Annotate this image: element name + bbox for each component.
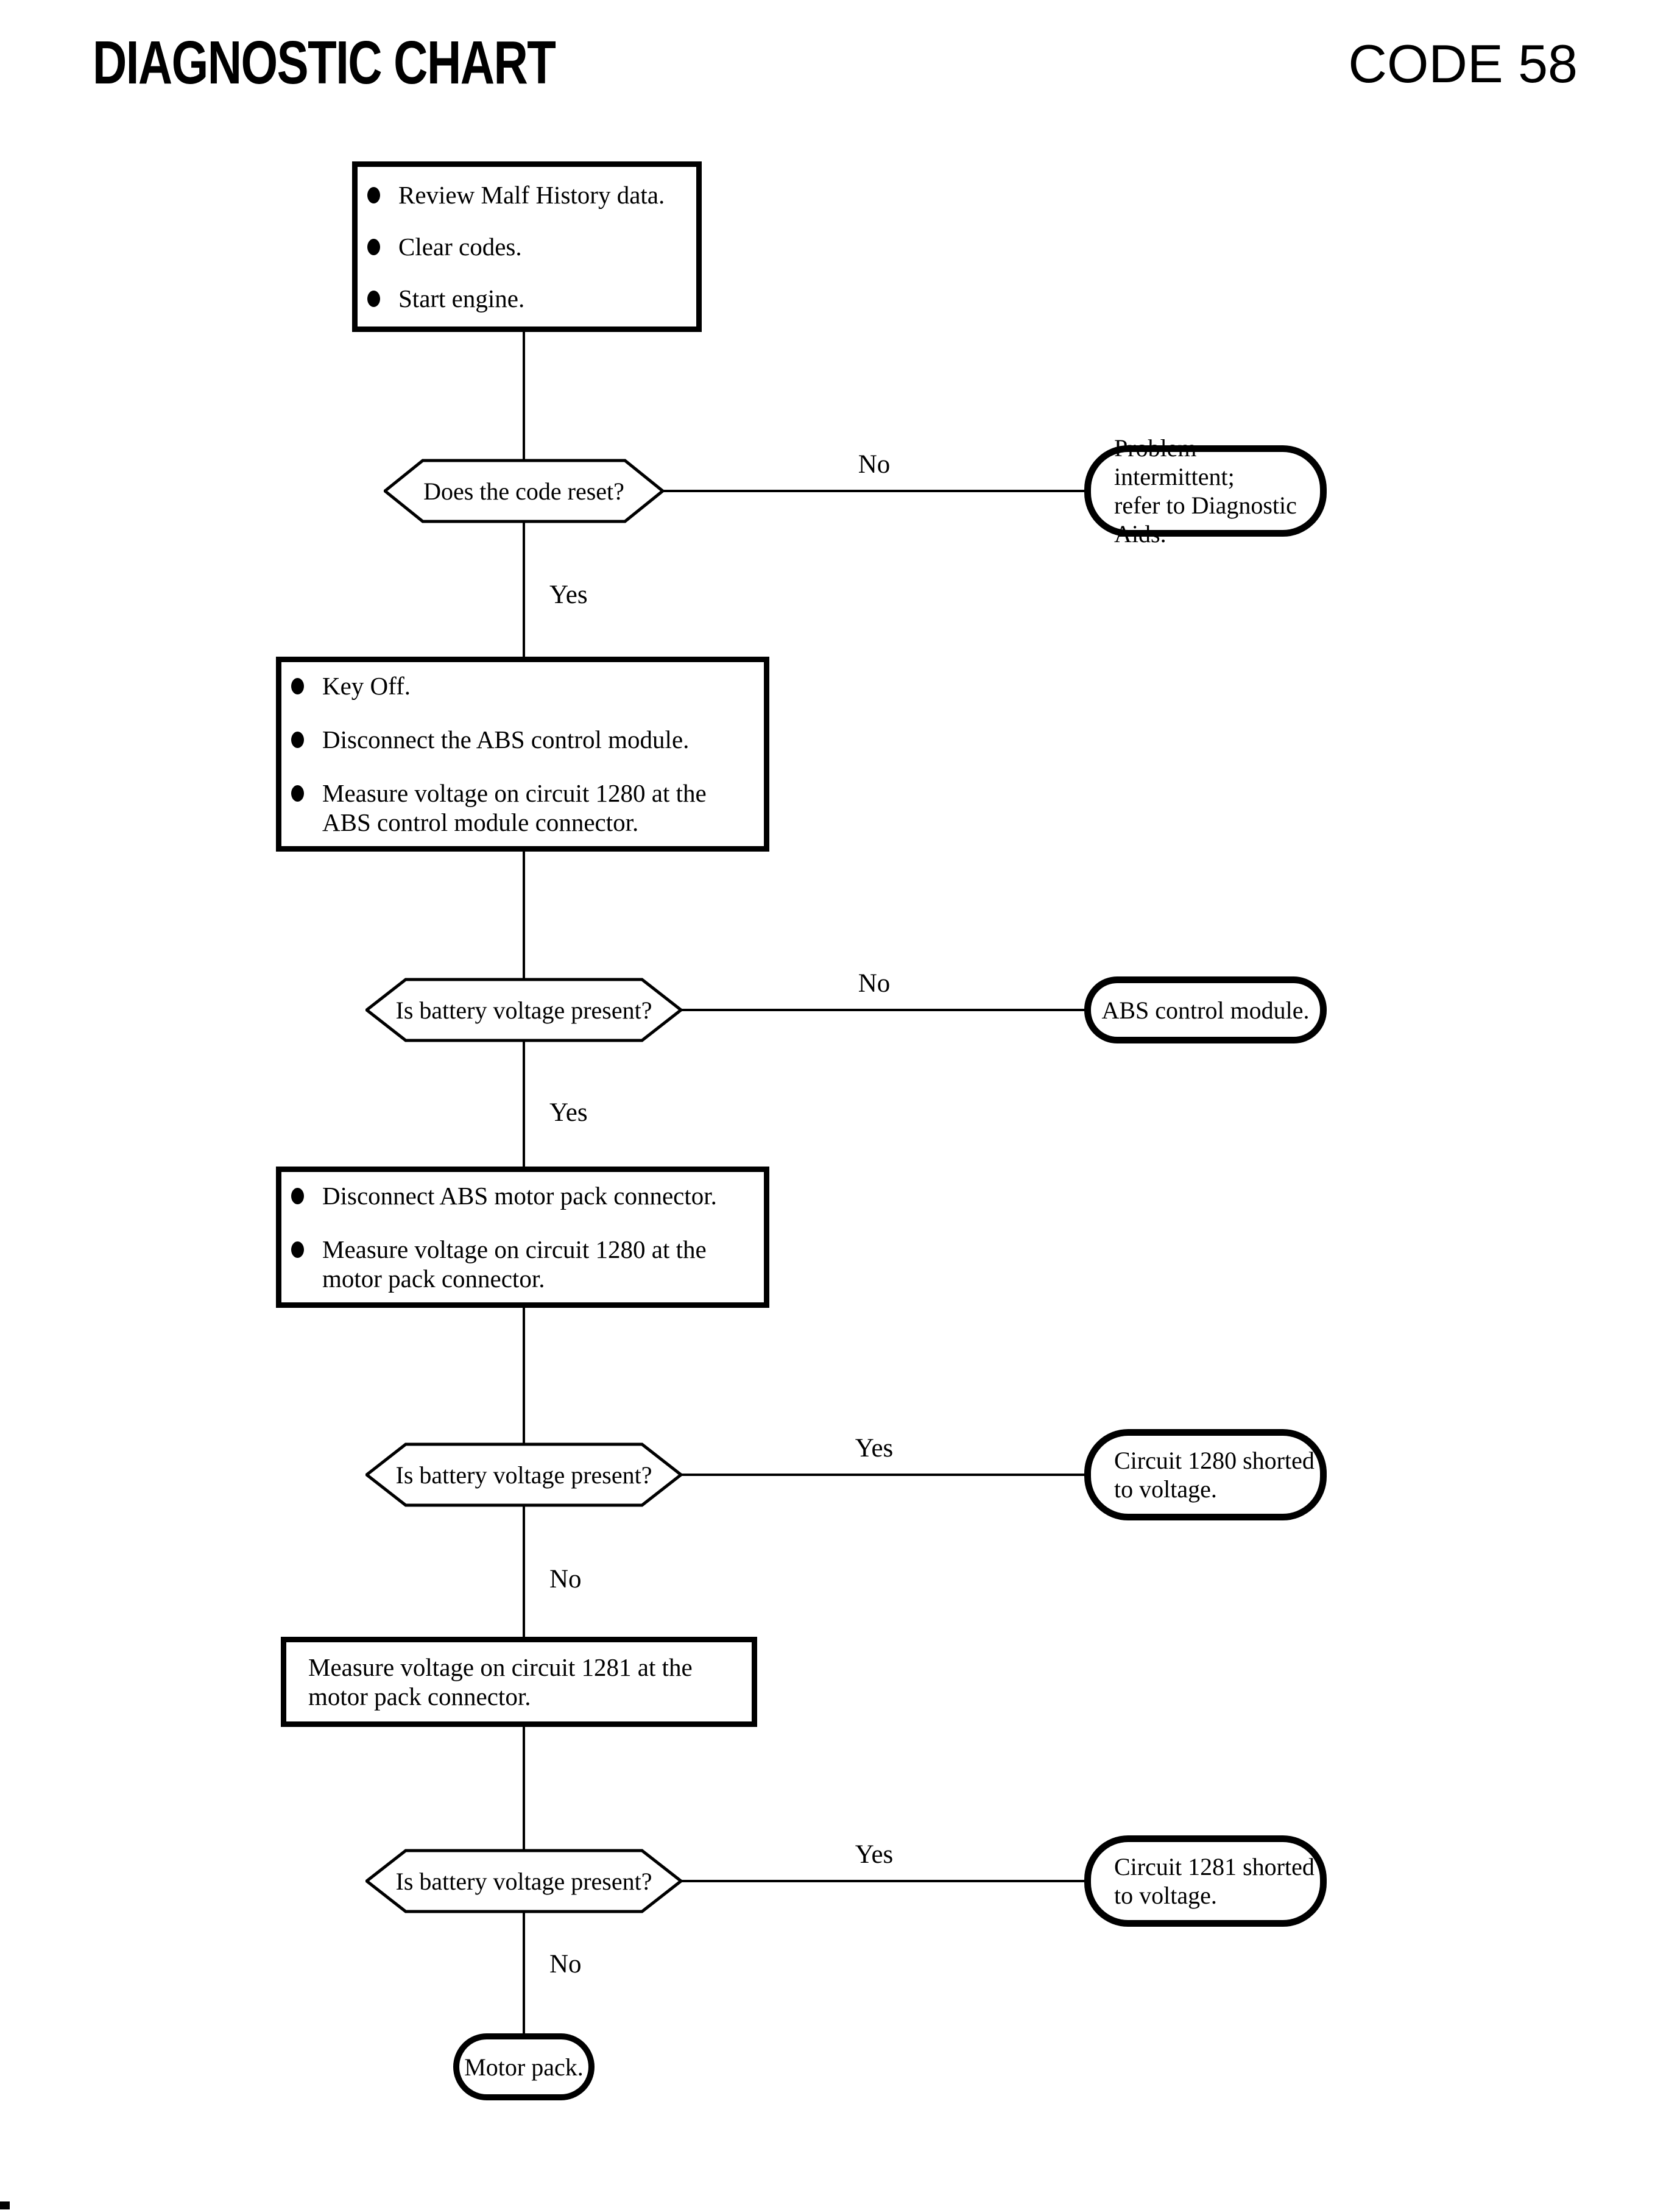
branch-label-no: No <box>858 969 891 998</box>
connector-line <box>523 1912 525 2035</box>
scan-artifact-mark <box>0 2201 10 2209</box>
connector-line <box>523 850 525 980</box>
result-text-line: to voltage. <box>1114 1475 1217 1503</box>
result-text-line: Circuit 1281 shorted <box>1114 1853 1315 1880</box>
decision-question: Does the code reset? <box>423 477 624 505</box>
step-text: Key Off. <box>322 672 411 700</box>
bullet-icon <box>367 291 380 307</box>
decision-question: Is battery voltage present? <box>395 1867 652 1895</box>
result-text-line: to voltage. <box>1114 1882 1217 1909</box>
decision-question: Is battery voltage present? <box>395 1461 652 1489</box>
list-item: Disconnect the ABS control module. <box>281 725 764 754</box>
bullet-icon <box>291 1241 304 1258</box>
branch-line <box>662 490 1087 492</box>
list-item: Clear codes. <box>358 232 696 261</box>
decision-does-code-reset: Does the code reset? <box>384 459 664 523</box>
result-circuit-1281-shorted: Circuit 1281 shorted to voltage. <box>1084 1835 1327 1927</box>
bullet-icon <box>367 187 380 203</box>
bullet-icon <box>291 678 304 694</box>
list-item: Key Off. <box>281 671 764 701</box>
connector-line <box>523 522 525 658</box>
step-text: Disconnect the ABS control module. <box>322 725 690 754</box>
page-title: DIAGNOSTIC CHART <box>93 29 556 97</box>
connector-line <box>523 332 525 461</box>
decision-question: Is battery voltage present? <box>395 996 652 1024</box>
step-box-key-off: Key Off. Disconnect the ABS control modu… <box>276 657 769 852</box>
result-text-line: Circuit 1280 shorted <box>1114 1447 1315 1474</box>
list-item: Disconnect ABS motor pack connector. <box>281 1181 764 1210</box>
step-text: Start engine. <box>398 284 525 312</box>
branch-label-yes: Yes <box>855 1840 894 1869</box>
bullet-icon <box>367 239 380 255</box>
hexagon-shape <box>365 978 682 1042</box>
step-box-review-history: Review Malf History data. Clear codes. S… <box>352 161 702 332</box>
branch-label-yes: Yes <box>855 1434 894 1463</box>
result-problem-intermittent: Problem intermittent; refer to Diagnosti… <box>1084 434 1327 548</box>
step-text: Review Malf History data. <box>398 181 665 209</box>
hexagon-shape <box>365 1849 682 1913</box>
result-text-line: Problem intermittent; <box>1114 434 1235 490</box>
down-label-no: No <box>549 1950 582 1979</box>
result-abs-control-module: ABS control module. <box>1084 976 1327 1043</box>
decision-battery-voltage-3: Is battery voltage present? <box>365 1849 682 1913</box>
connector-line <box>523 1726 525 1851</box>
bullet-icon <box>291 732 304 748</box>
branch-label-no: No <box>858 450 891 479</box>
down-label-no: No <box>549 1565 582 1594</box>
step-text: Disconnect ABS motor pack connector. <box>322 1182 717 1210</box>
connector-line <box>523 1041 525 1168</box>
result-text-line: refer to Diagnostic Aids. <box>1114 492 1297 548</box>
branch-line <box>680 1009 1087 1011</box>
hexagon-shape <box>365 1442 682 1507</box>
down-label-yes: Yes <box>549 581 588 609</box>
branch-line <box>680 1880 1087 1882</box>
list-item: Start engine. <box>358 284 696 313</box>
bullet-icon <box>291 785 304 802</box>
result-text-line: ABS control module. <box>1101 996 1310 1024</box>
connector-line <box>523 1506 525 1639</box>
terminal-motor-pack: Motor pack. <box>453 2033 595 2100</box>
terminal-label: Motor pack. <box>464 2053 584 2081</box>
page-code: CODE 58 <box>1348 34 1578 94</box>
step-box-disconnect-motor-pack: Disconnect ABS motor pack connector. Mea… <box>276 1167 769 1308</box>
connector-line <box>523 1307 525 1444</box>
decision-battery-voltage-1: Is battery voltage present? <box>365 978 682 1042</box>
hexagon-shape <box>384 459 664 523</box>
branch-line <box>680 1474 1087 1476</box>
list-item: Review Malf History data. <box>358 180 696 210</box>
result-circuit-1280-shorted: Circuit 1280 shorted to voltage. <box>1084 1429 1327 1520</box>
bullet-icon <box>291 1188 304 1204</box>
decision-battery-voltage-2: Is battery voltage present? <box>365 1442 682 1507</box>
step-text: Clear codes. <box>398 233 522 261</box>
down-label-yes: Yes <box>549 1098 588 1127</box>
